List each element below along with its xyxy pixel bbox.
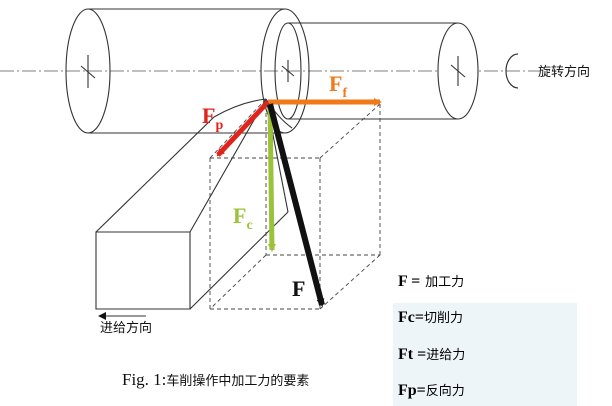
force-decomposition-box bbox=[209, 98, 381, 310]
legend-fc: Fc=切削力 bbox=[398, 309, 464, 326]
force-arrow-f bbox=[267, 103, 325, 307]
legend-f: F = 加工力 bbox=[398, 273, 465, 290]
force-arrow-fc bbox=[267, 103, 276, 252]
label-fc: Fc bbox=[233, 203, 253, 233]
legend-fp: Fp=反向力 bbox=[398, 382, 465, 399]
label-f: F bbox=[292, 276, 305, 301]
figure-caption: Fig. 1:车削操作中加工力的要素 bbox=[122, 370, 309, 390]
rotation-direction-label: 旋转方向 bbox=[538, 64, 590, 80]
legend-ft: Ft =进给力 bbox=[398, 346, 466, 363]
label-fp: Fp bbox=[202, 103, 223, 133]
caption-text: 车削操作中加工力的要素 bbox=[166, 374, 310, 389]
force-arrow-fp bbox=[216, 100, 270, 157]
cutting-tool bbox=[95, 98, 293, 310]
workpiece-large-cylinder bbox=[65, 8, 310, 134]
label-ff: Ff bbox=[329, 71, 347, 101]
caption-prefix: Fig. 1: bbox=[122, 370, 167, 389]
legend-panel bbox=[393, 303, 577, 406]
rotation-arrow-icon bbox=[505, 53, 519, 89]
feed-direction-label: 进给方向 bbox=[100, 320, 152, 336]
workpiece-small-cylinder bbox=[274, 22, 479, 120]
